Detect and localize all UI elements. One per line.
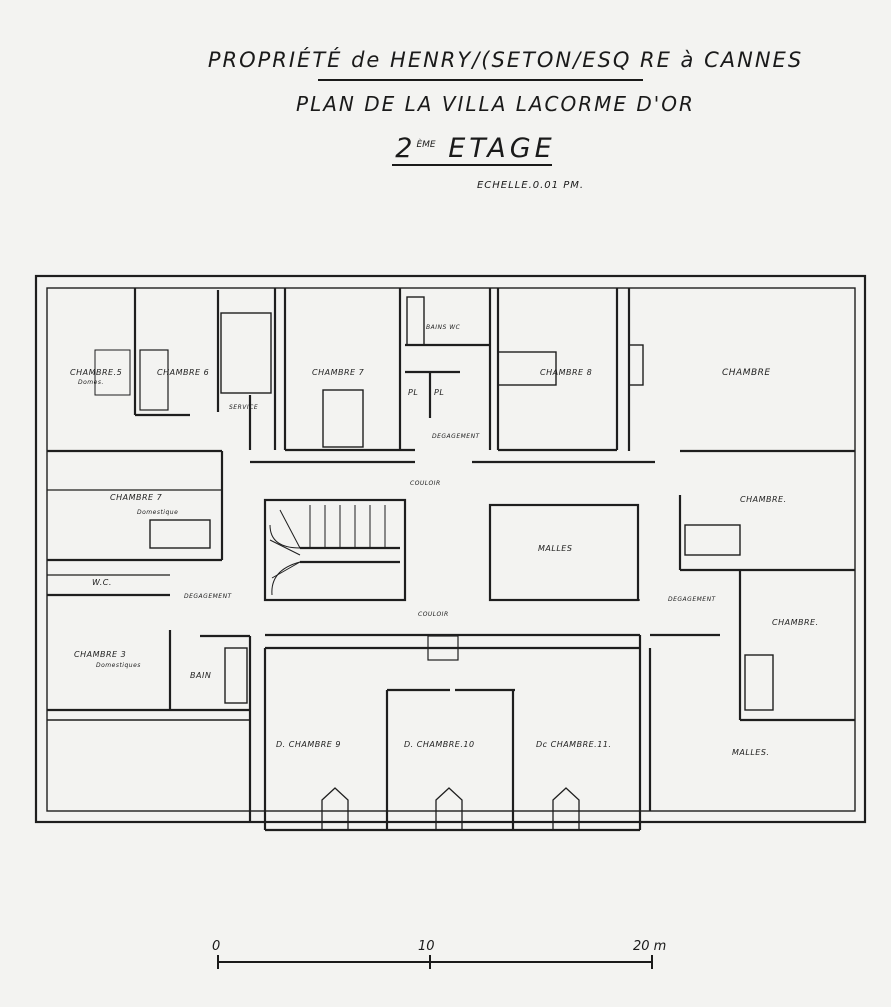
label-service: SERVICE	[229, 404, 258, 411]
label-chambre3-sub: Domestiques	[96, 662, 141, 669]
scale-label-0: 0	[212, 939, 220, 954]
label-malles-se: MALLES.	[732, 748, 769, 757]
label-chambre3: CHAMBRE 3	[74, 650, 126, 659]
label-chambre-ne: CHAMBRE	[722, 368, 771, 378]
title-property: PROPRIÉTÉ de HENRY/(SETON/ESQ RE à CANNE…	[207, 48, 804, 72]
label-degagement-e: DEGAGEMENT	[668, 596, 717, 603]
floor-number: 2	[395, 133, 417, 164]
label-chambre5-sub: Domes.	[78, 379, 104, 386]
scale-label-20: 20 m	[633, 939, 666, 954]
plan-walls	[34, 274, 867, 832]
label-degagement-top: DEGAGEMENT	[432, 433, 481, 440]
label-bain: BAIN	[190, 671, 211, 680]
label-bains-wc: BAINS WC	[426, 324, 461, 331]
outer-wall	[34, 274, 867, 824]
label-d-chambre10: D. CHAMBRE.10	[404, 740, 475, 749]
scale-label-10: 10	[418, 939, 435, 954]
label-chambre-se: CHAMBRE.	[772, 618, 819, 627]
title-underline	[318, 79, 643, 81]
floor-word: ETAGE	[448, 133, 556, 164]
chimneys	[321, 787, 580, 831]
scale-bar	[217, 955, 653, 969]
label-chambre8: CHAMBRE 8	[540, 368, 592, 377]
floor-underline	[392, 164, 552, 166]
scale-note: ECHELLE.0.01 PM.	[476, 180, 585, 191]
label-chambre6: CHAMBRE 6	[157, 368, 209, 377]
label-chambre7a: CHAMBRE 7	[312, 368, 365, 377]
label-malles-center: MALLES	[538, 544, 572, 553]
main-stair	[263, 498, 407, 602]
label-wc: W.C.	[92, 578, 112, 587]
label-d-chambre9: D. CHAMBRE 9	[276, 740, 341, 749]
label-chambre7b: CHAMBRE 7	[110, 493, 163, 502]
label-degagement-w: DEGAGEMENT	[184, 593, 233, 600]
title-plan: PLAN DE LA VILLA LACORME D'OR	[296, 92, 695, 116]
room-labels: CHAMBRE.5 Domes. CHAMBRE 6 SERVICE CHAMB…	[70, 324, 819, 757]
label-couloir-top: COULOIR	[410, 480, 441, 487]
label-chambre7b-sub: Domestique	[137, 509, 178, 516]
label-pl2: PL	[434, 388, 444, 397]
floor-superscript: ÈME	[416, 140, 436, 150]
outer-wall-inner	[46, 287, 856, 812]
label-chambre-e: CHAMBRE.	[740, 495, 787, 504]
label-couloir-bottom: COULOIR	[418, 611, 449, 618]
title-floor: 2ÈME ETAGE	[30, 133, 891, 164]
label-d-chambre11: Dc CHAMBRE.11.	[536, 740, 611, 749]
label-pl1: PL	[408, 388, 418, 397]
label-chambre5: CHAMBRE.5	[70, 368, 122, 377]
stair-treads	[269, 505, 386, 596]
